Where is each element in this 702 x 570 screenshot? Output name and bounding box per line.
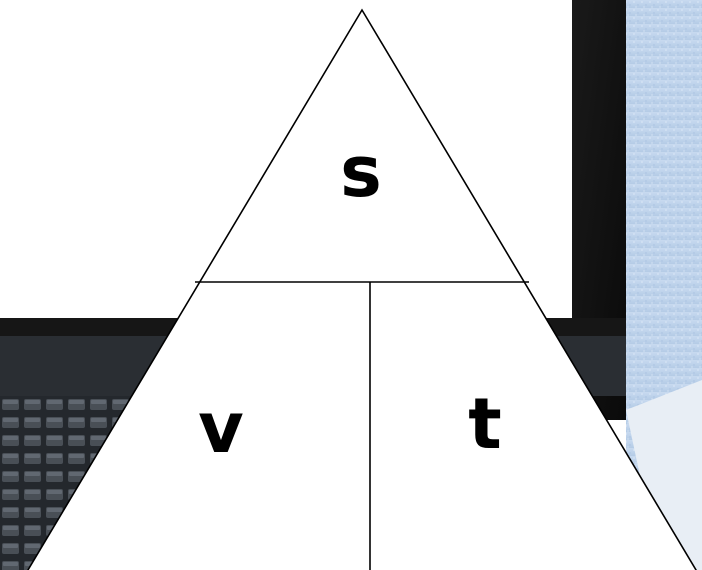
bottom-right-label-t: t [468, 383, 501, 465]
top-label-s: s [340, 131, 382, 213]
bottom-left-label-v: v [198, 387, 244, 469]
